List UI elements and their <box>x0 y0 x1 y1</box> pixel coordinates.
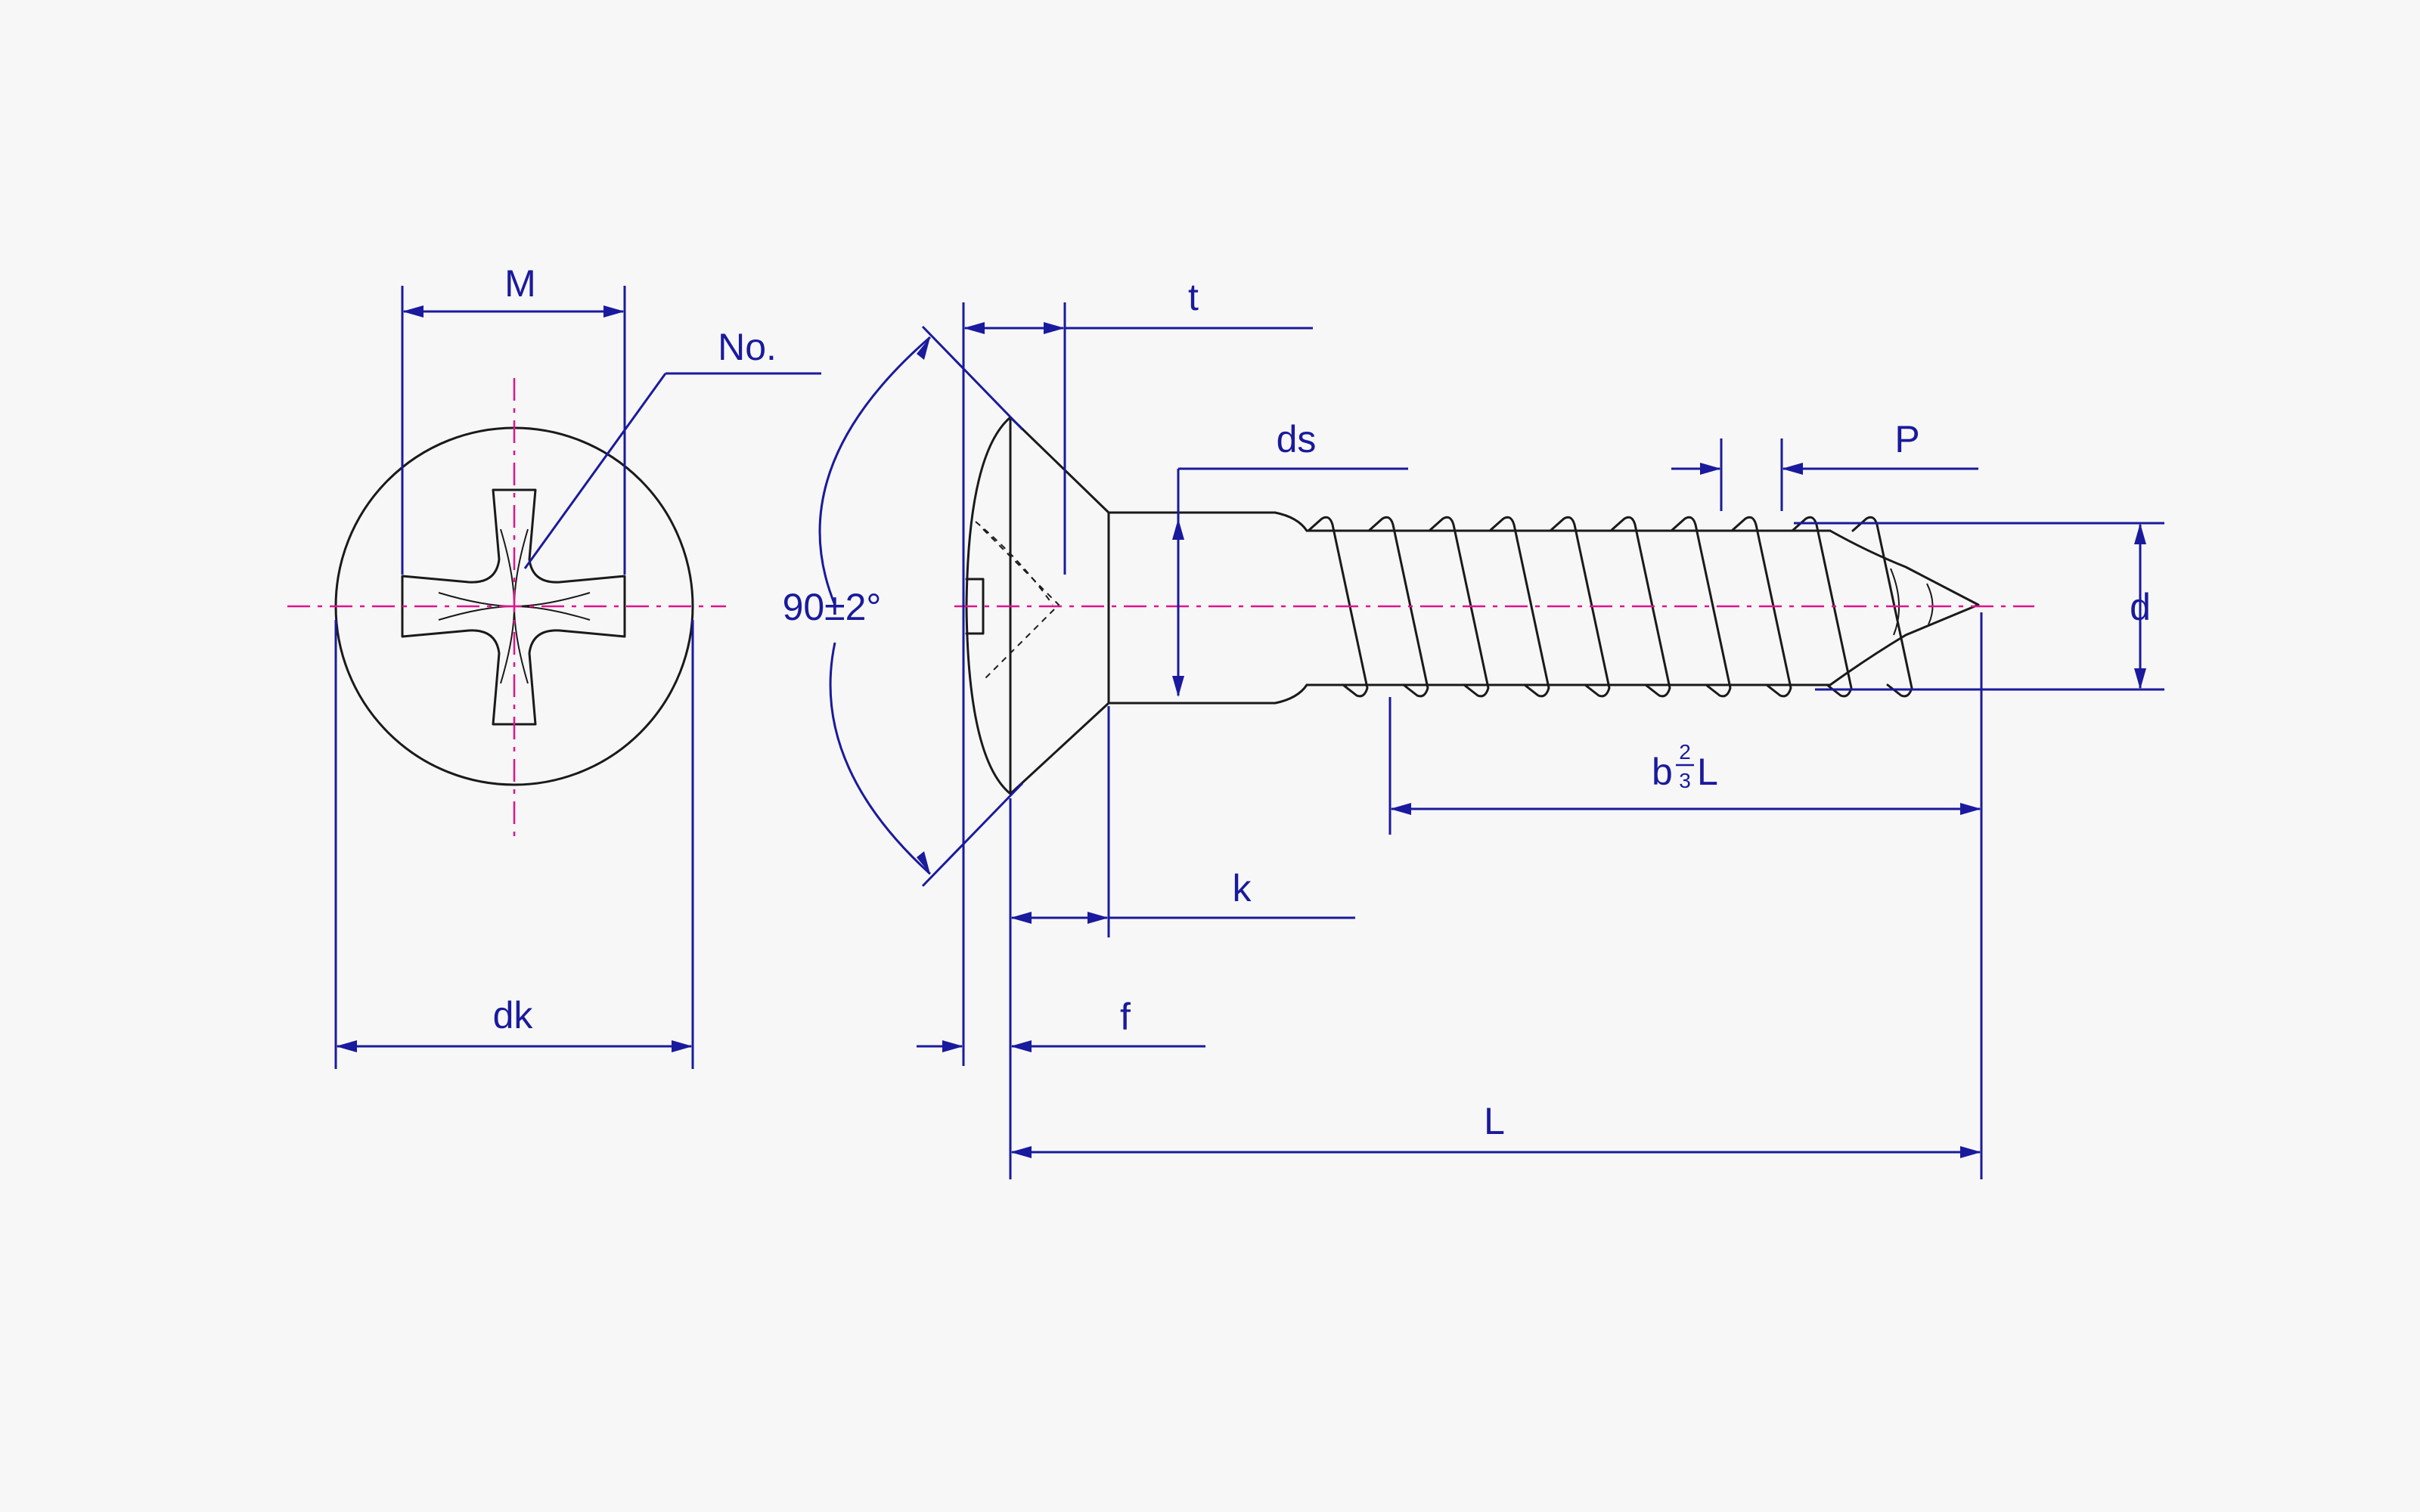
dimension-L: L <box>1010 612 1983 1179</box>
screw-tip <box>1829 529 1980 686</box>
dimension-dk: dk <box>334 620 694 1069</box>
dimension-ds: ds <box>1172 418 1408 697</box>
label-b-numerator: 2 <box>1679 740 1691 764</box>
dimension-k: k <box>1009 706 1355 1179</box>
label-ds: ds <box>1277 418 1317 460</box>
screw-side-view <box>954 416 2034 795</box>
phillips-recess <box>401 488 626 726</box>
head-top-view <box>287 378 726 841</box>
label-b-prefix: b <box>1652 751 1673 793</box>
dimension-d: d <box>1794 522 2164 691</box>
dimension-f: f <box>917 996 1205 1052</box>
label-b-denominator: 3 <box>1679 769 1691 792</box>
leader-No: No. <box>523 326 821 569</box>
label-dk: dk <box>493 994 534 1036</box>
label-k: k <box>1233 867 1252 909</box>
thread-crest <box>1670 516 1732 698</box>
label-f: f <box>1120 996 1131 1038</box>
thread-crest <box>1488 516 1550 698</box>
label-No: No. <box>718 326 777 368</box>
dimension-t: t <box>962 276 1313 1066</box>
label-M: M <box>504 262 536 305</box>
label-P: P <box>1894 418 1919 460</box>
dimension-P: P <box>1671 418 1978 511</box>
dimension-angle: 90±2° <box>783 325 1024 888</box>
label-t: t <box>1188 276 1199 318</box>
countersunk-head <box>965 416 1110 795</box>
label-d: d <box>2130 586 2151 628</box>
label-L: L <box>1484 1100 1505 1142</box>
label-b-suffix: L <box>1697 751 1718 793</box>
label-angle: 90±2° <box>783 586 882 628</box>
dimension-b: b 2 3 L <box>1388 697 1981 835</box>
dimension-M: M <box>401 262 626 575</box>
